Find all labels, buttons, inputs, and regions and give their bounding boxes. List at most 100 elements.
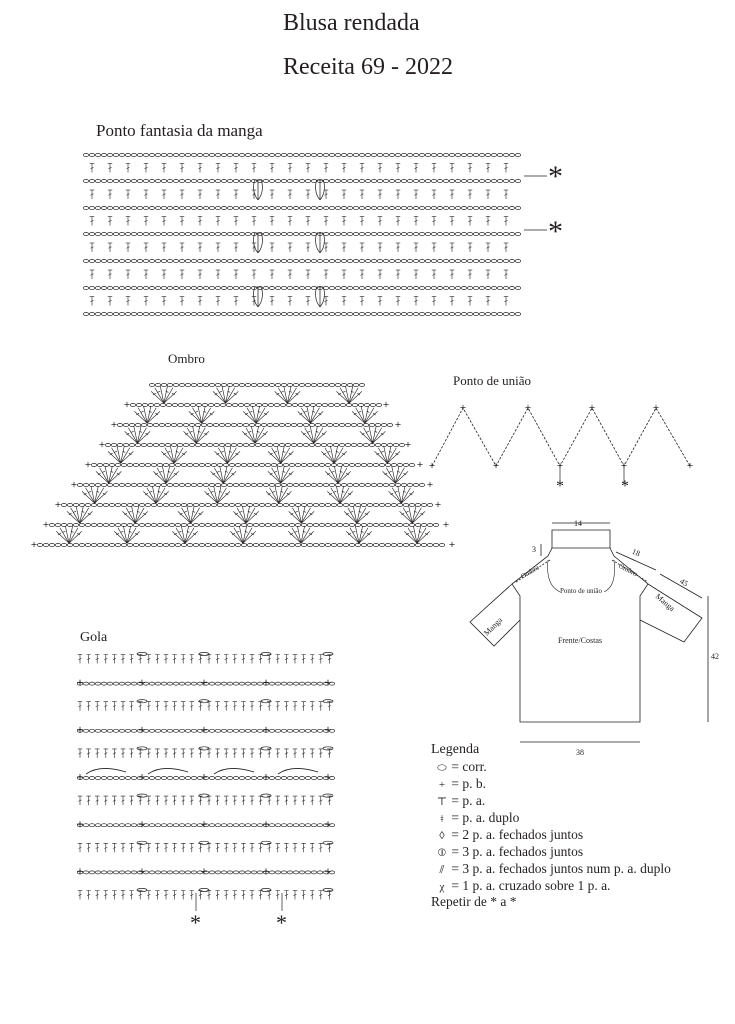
chain-stitch — [154, 823, 162, 828]
chain-stitch — [212, 443, 220, 447]
chain-stitch — [514, 312, 522, 316]
collar-dc-stitch — [240, 701, 247, 712]
chain-stitch — [118, 681, 126, 686]
chain-stitch — [90, 523, 98, 527]
chain-stitch — [316, 153, 324, 157]
chain-stitch — [420, 503, 428, 507]
edge-plus — [405, 441, 411, 448]
chain-stitch — [286, 728, 294, 733]
collar-dc-stitch — [249, 889, 255, 901]
collar-dc-stitch — [94, 842, 100, 853]
dc-stitch — [179, 189, 185, 200]
chain-stitch — [292, 232, 300, 236]
collar-dc-stitch — [103, 653, 109, 665]
collar-dc-stitch — [154, 653, 161, 665]
collar-dc-stitch — [275, 748, 281, 759]
chain-stitch — [112, 179, 120, 183]
dc-stitch — [215, 242, 221, 253]
dc-stitch — [485, 189, 491, 200]
chain-stitch — [352, 286, 360, 290]
chain-stitch — [184, 870, 192, 875]
chain-stitch — [202, 232, 210, 236]
chain-stitch — [238, 728, 246, 733]
chain-stitch — [292, 776, 300, 780]
chain-stitch — [324, 543, 332, 547]
chain-stitch — [82, 286, 90, 290]
collar-dc-stitch — [103, 842, 109, 853]
chain-stitch — [172, 232, 180, 236]
chain-stitch — [184, 728, 192, 733]
chain-stitch — [136, 179, 144, 183]
chain-stitch — [418, 312, 426, 316]
chain-stitch — [286, 312, 294, 316]
fan-shell — [95, 465, 122, 484]
chain-stitch — [78, 543, 86, 547]
collar-dc-stitch — [146, 795, 152, 806]
collar-dc-stitch — [180, 889, 186, 901]
two-joined-icon: ◊ — [439, 830, 445, 842]
chain-stitch — [360, 523, 368, 527]
chain-stitch — [166, 153, 174, 157]
fan-shell — [403, 525, 431, 544]
dc-stitch — [449, 215, 455, 227]
chain-stitch — [196, 483, 204, 487]
chain-stitch — [114, 503, 122, 507]
dc-stitch — [269, 189, 275, 200]
chain-stitch — [88, 259, 96, 263]
chain-stitch — [292, 153, 300, 157]
chain-stitch — [310, 206, 318, 210]
chain-stitch — [320, 423, 328, 427]
chain-stitch — [282, 503, 290, 507]
chain-stitch — [216, 523, 224, 527]
chain-stitch — [168, 543, 176, 547]
chain-stitch — [262, 483, 270, 487]
chain-stitch — [84, 523, 92, 527]
chain-stitch — [362, 423, 370, 427]
chain-stitch — [224, 443, 232, 447]
collar-dc-stitch — [85, 701, 92, 712]
chain-stitch — [82, 483, 90, 487]
collar-dc-stitch — [94, 653, 100, 665]
chain-stitch — [454, 153, 462, 157]
chain-stitch — [372, 523, 380, 527]
chain-stitch — [226, 681, 234, 686]
chain-stitch — [274, 681, 282, 686]
chain-stitch — [318, 503, 326, 507]
chain-stitch — [128, 423, 136, 427]
chain-stitch — [266, 443, 274, 447]
collar-dc-stitch — [318, 842, 324, 853]
chain-stitch — [112, 153, 120, 157]
chain-stitch — [366, 503, 374, 507]
chain-stitch — [490, 232, 498, 236]
chain-stitch — [502, 232, 510, 236]
chain-stitch — [466, 206, 474, 210]
collar-dc-stitch — [292, 842, 298, 853]
dc-stitch — [359, 162, 365, 174]
chain-stitch — [256, 823, 264, 828]
chain-stitch — [310, 776, 318, 780]
chain-stitch — [286, 681, 294, 686]
chain-stitch — [364, 483, 372, 487]
dc-stitch — [161, 162, 167, 174]
chain-stitch — [360, 503, 368, 507]
chain-stitch — [296, 443, 304, 447]
chain-stitch — [154, 483, 162, 487]
chain-stitch — [466, 179, 474, 183]
chain-stitch — [484, 153, 492, 157]
chain-stitch — [304, 383, 312, 387]
chain-stitch — [198, 543, 206, 547]
chain-stitch — [112, 681, 120, 686]
collar-dc-stitch — [171, 842, 178, 853]
chain-stitch — [166, 776, 174, 780]
chain-stitch — [424, 206, 432, 210]
fan-shell — [152, 465, 180, 484]
chain-stitch — [160, 286, 168, 290]
collar-dc-stitch — [189, 795, 195, 806]
chain-stitch — [160, 312, 168, 316]
chain-stitch — [82, 681, 90, 686]
chain-stitch — [490, 153, 498, 157]
chain-stitch — [322, 823, 330, 828]
chain-stitch — [280, 870, 288, 875]
chain-stitch — [190, 312, 198, 316]
chain-stitch — [112, 312, 120, 316]
